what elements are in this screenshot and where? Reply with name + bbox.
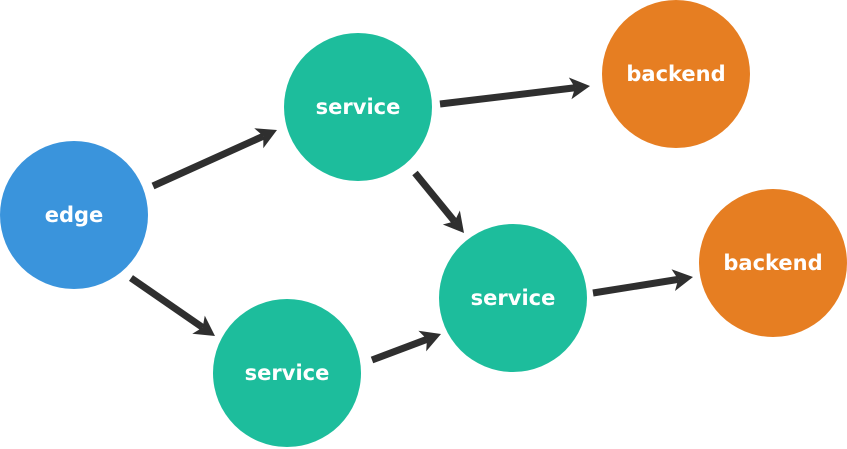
edge-label: edge [45, 203, 104, 227]
service-circle [213, 299, 361, 447]
arrow-head [418, 330, 441, 352]
arrow-service_bottom-to-service_mid [370, 330, 441, 364]
arrow-service_top-to-service_mid [412, 170, 464, 233]
arrow-edge-to-service_bottom [129, 275, 215, 336]
backend-circle [602, 0, 750, 148]
arrow-head [254, 128, 277, 149]
service-circle [284, 33, 432, 181]
arrow-shaft [370, 336, 429, 364]
arrow-shaft [151, 132, 265, 190]
backend-circle [699, 189, 847, 337]
arrow-shaft [439, 84, 576, 108]
arrow-head [192, 315, 215, 336]
arrows-layer [129, 77, 693, 364]
node-backend-bottom: backend [699, 189, 847, 337]
backend-label: backend [626, 62, 725, 86]
arrow-head [568, 77, 590, 100]
service-label: service [316, 95, 401, 119]
arrow-service_mid-to-backend_bottom [592, 269, 693, 297]
arrow-head [671, 269, 693, 292]
service-circle [439, 224, 587, 372]
service-label: service [471, 286, 556, 310]
node-service-top: service [284, 33, 432, 181]
edge-circle [0, 141, 148, 289]
node-backend-top: backend [602, 0, 750, 148]
arrow-head [442, 210, 464, 233]
node-service-mid: service [439, 224, 587, 372]
arrow-edge-to-service_top [151, 128, 277, 190]
arrow-shaft [412, 170, 458, 224]
arrow-service_top-to-backend_top [439, 77, 590, 108]
node-service-bottom: service [213, 299, 361, 447]
node-edge: edge [0, 141, 148, 289]
backend-label: backend [723, 251, 822, 275]
service-label: service [245, 361, 330, 385]
arrow-shaft [129, 275, 205, 331]
arrow-shaft [592, 275, 679, 297]
